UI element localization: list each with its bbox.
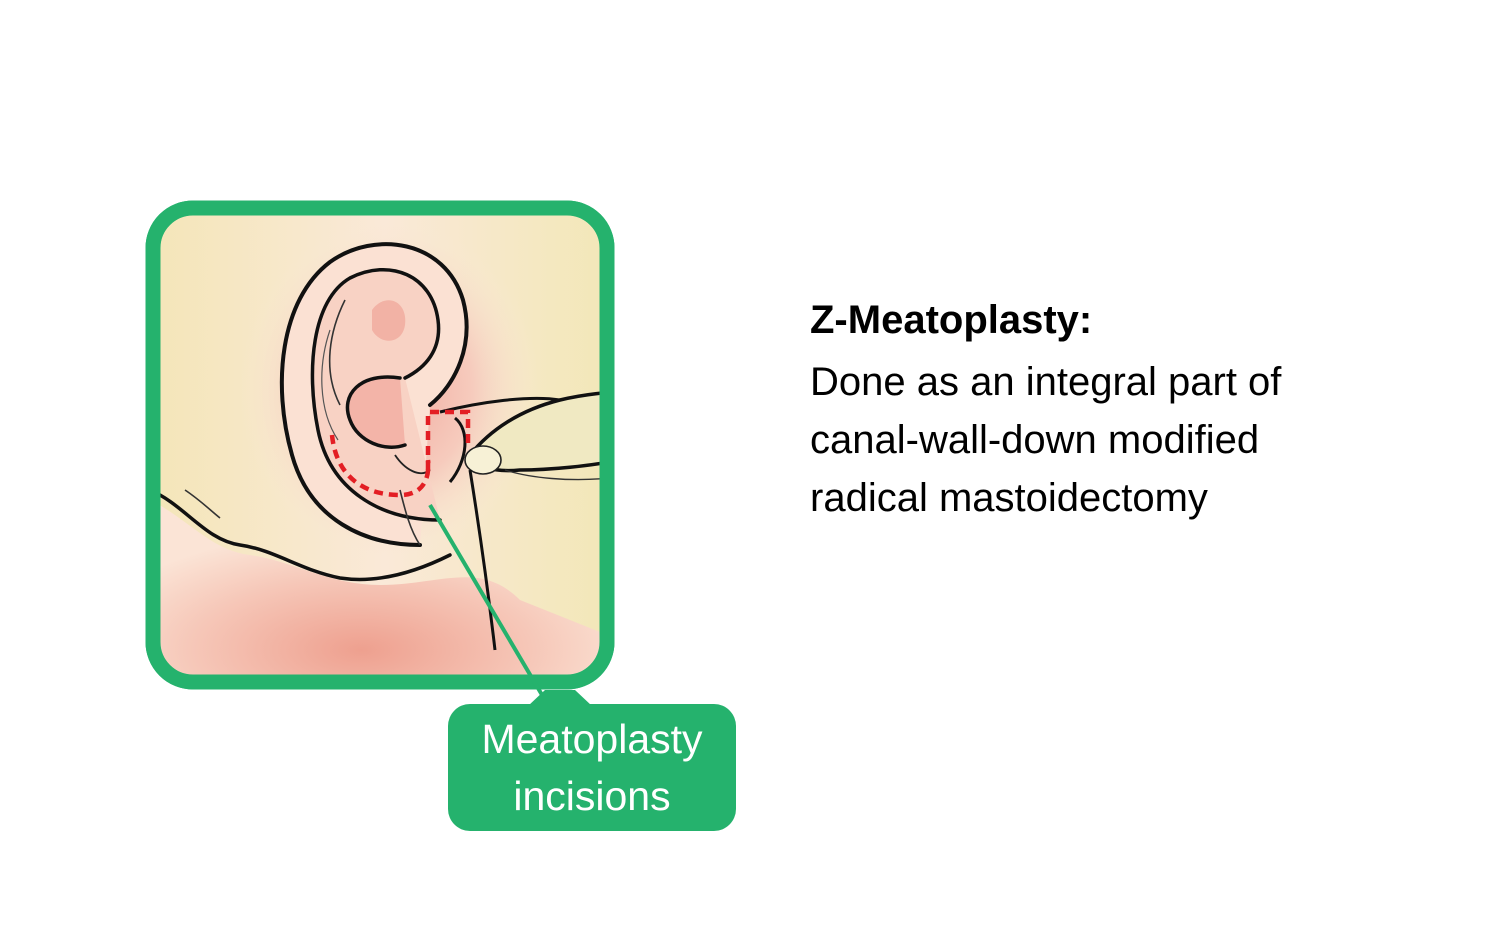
ear-illustration: [160, 215, 600, 675]
description-line: canal-wall-down modified: [810, 418, 1260, 462]
callout-pointer: [428, 503, 547, 702]
callout-line: incisions: [513, 772, 671, 819]
description-line: radical mastoidectomy: [810, 476, 1208, 520]
incision-upper: [425, 409, 471, 470]
callout-label: Meatoplasty incisions: [448, 704, 736, 831]
callout-box: [448, 704, 736, 831]
callout-tail: [528, 690, 592, 706]
diagram-title: Z-Meatoplasty:: [810, 298, 1093, 342]
diagram-description: Done as an integral part of canal-wall-d…: [810, 353, 1450, 527]
description-line: Done as an integral part of: [810, 360, 1282, 404]
incision-lower: [329, 434, 431, 498]
callout-line: Meatoplasty: [481, 715, 703, 762]
